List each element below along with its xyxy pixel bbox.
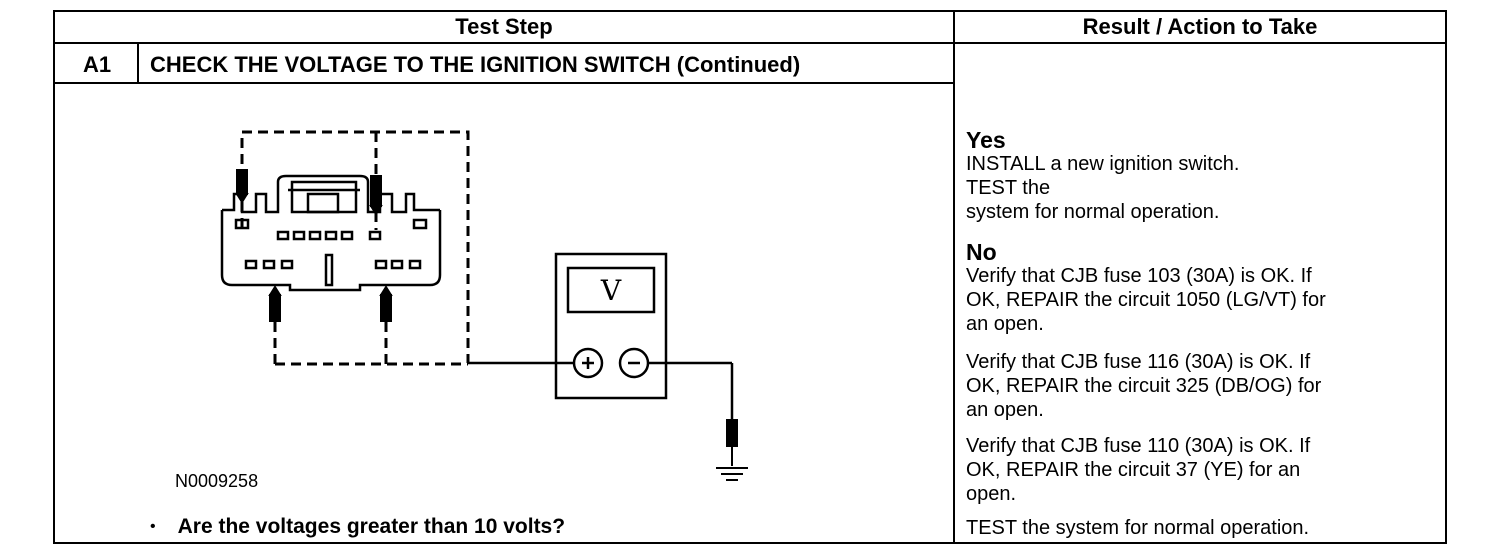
no-label: No: [966, 239, 997, 265]
header-divider: [53, 42, 1447, 44]
no-item-line: open.: [966, 483, 1017, 505]
voltmeter-symbol: V: [600, 274, 622, 307]
test-step-table: [53, 10, 1447, 544]
no-item-line: Verify that CJB fuse 110 (30A) is OK. If: [966, 435, 1311, 457]
no-item-line: OK, REPAIR the circuit 325 (DB/OG) for: [966, 375, 1322, 397]
header-result-action: Result / Action to Take: [1082, 14, 1318, 39]
ignition-switch-connector: [220, 174, 442, 292]
no-item-line: Verify that CJB fuse 103 (30A) is OK. If: [966, 265, 1312, 287]
no-item-line: an open.: [966, 313, 1044, 335]
no-item-line: Verify that CJB fuse 116 (30A) is OK. If: [966, 351, 1311, 373]
yes-label: Yes: [966, 127, 1006, 153]
result-no: No Verify that CJB fuse 103 (30A) is OK.…: [966, 240, 1436, 336]
bullet-icon: •: [150, 518, 156, 535]
question-text: Are the voltages greater than 10 volts?: [177, 515, 566, 538]
yes-line: system for normal operation.: [966, 201, 1220, 223]
yes-line: TEST the: [966, 177, 1051, 199]
step-id-divider: [137, 42, 139, 84]
step-title: CHECK THE VOLTAGE TO THE IGNITION SWITCH…: [150, 52, 801, 77]
no-item-line: OK, REPAIR the circuit 1050 (LG/VT) for: [966, 289, 1326, 311]
column-divider: [953, 10, 955, 544]
no-item-line: OK, REPAIR the circuit 37 (YE) for an: [966, 459, 1301, 481]
yes-line: INSTALL a new ignition switch.: [966, 153, 1240, 175]
header-test-step: Test Step: [455, 14, 553, 39]
ground-icon: [716, 419, 748, 481]
step-question: • Are the voltages greater than 10 volts?: [150, 515, 565, 539]
voltmeter: [468, 252, 734, 426]
result-final: TEST the system for normal operation.: [966, 517, 1310, 539]
test-probes: [235, 169, 393, 322]
result-no-item-3: Verify that CJB fuse 110 (30A) is OK. If…: [966, 434, 1436, 506]
figure-id: N0009258: [175, 471, 259, 491]
result-no-item-2: Verify that CJB fuse 116 (30A) is OK. If…: [966, 350, 1436, 422]
step-id: A1: [82, 52, 112, 77]
dashed-connector-outline: [240, 130, 470, 366]
result-yes: Yes INSTALL a new ignition switch. TEST …: [966, 128, 1436, 224]
no-item-line: an open.: [966, 399, 1044, 421]
voltmeter-connector-diagram: V: [220, 130, 748, 481]
step-title-divider: [53, 82, 955, 84]
